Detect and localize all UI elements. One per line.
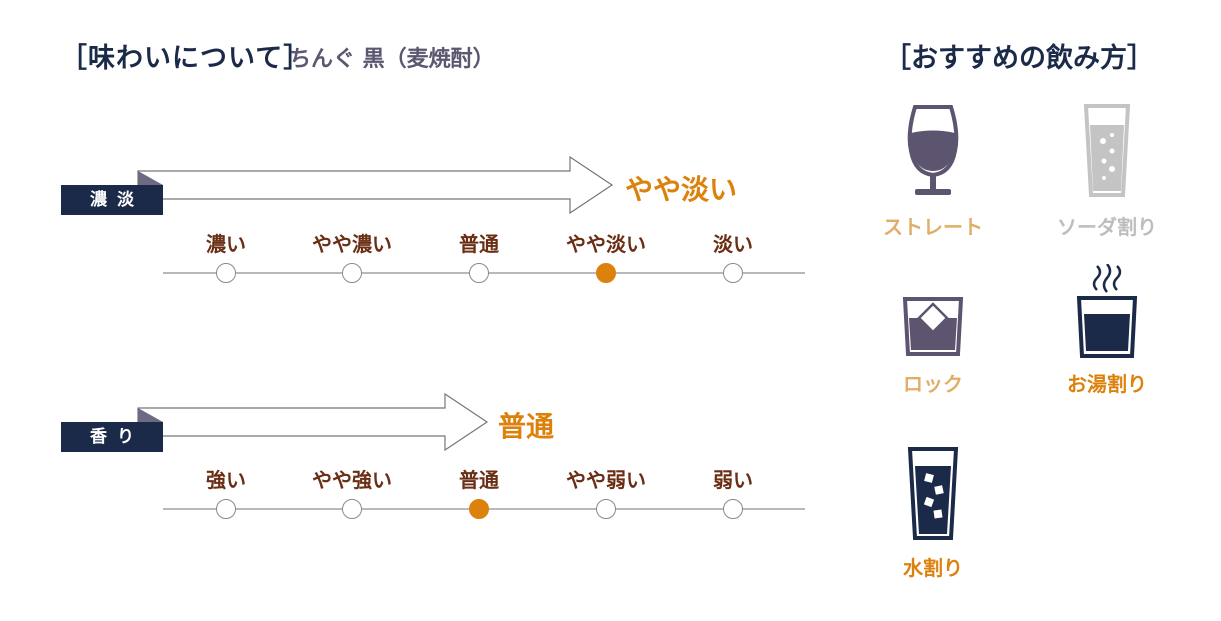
aroma-step-dot (216, 499, 236, 519)
aroma-step-label: やや弱い (566, 468, 646, 492)
taste-step-label: 淡い (713, 232, 753, 256)
aroma-step-dot (723, 499, 743, 519)
wine-glass-icon (907, 105, 959, 195)
taste-step-dot-selected (596, 263, 616, 283)
drink-rock: ロック (868, 296, 998, 397)
drink-label: ソーダ割り (1057, 215, 1157, 239)
taste-step-label: 普通 (459, 232, 499, 256)
aroma-step-dot-selected (469, 499, 489, 519)
taste-step-label: やや濃い (312, 232, 392, 256)
hot-water-cup-icon (1076, 264, 1138, 358)
soda-glass-icon (1083, 104, 1131, 197)
taste-arrow-graphic (137, 155, 614, 215)
aroma-step-label: やや強い (312, 468, 392, 492)
taste-step-dot (342, 263, 362, 283)
drink-straight: ストレート (868, 103, 998, 240)
aroma-axis-label: 香り (61, 422, 163, 452)
water-glass-icon (907, 447, 959, 540)
drink-water: 水割り (868, 446, 998, 581)
drink-label: ロック (903, 372, 963, 396)
rock-glass-icon (902, 297, 964, 356)
product-name: ちんぐ 黒（麦焼酎） (289, 47, 495, 72)
taste-step-dot (723, 263, 743, 283)
recommend-title: ［おすすめの飲み方］ (884, 43, 1154, 74)
drink-label: 水割り (903, 556, 963, 580)
taste-step-dot (216, 263, 236, 283)
aroma-arrow-graphic (137, 392, 489, 452)
taste-arrow (137, 155, 614, 215)
aroma-step-label: 弱い (713, 468, 753, 492)
taste-step-label: 濃い (206, 232, 246, 256)
taste-step-dot (469, 263, 489, 283)
aroma-value: 普通 (498, 410, 555, 443)
aroma-step-dot (596, 499, 616, 519)
taste-value: やや淡い (625, 173, 738, 206)
taste-flag-fold (138, 171, 163, 185)
drink-label: お湯割り (1067, 372, 1147, 396)
taste-step-label: やや淡い (566, 232, 646, 256)
taste-axis-label: 濃淡 (61, 185, 163, 215)
drink-label: ストレート (883, 215, 983, 239)
page-title: ［味わいについて］ (60, 43, 312, 74)
drink-soda: ソーダ割り (1042, 103, 1172, 240)
aroma-step-dot (342, 499, 362, 519)
aroma-arrow (137, 392, 489, 452)
aroma-step-label: 普通 (459, 468, 499, 492)
aroma-step-label: 強い (206, 468, 246, 492)
drink-hot-water: お湯割り (1042, 264, 1172, 397)
aroma-flag-fold (138, 408, 163, 422)
